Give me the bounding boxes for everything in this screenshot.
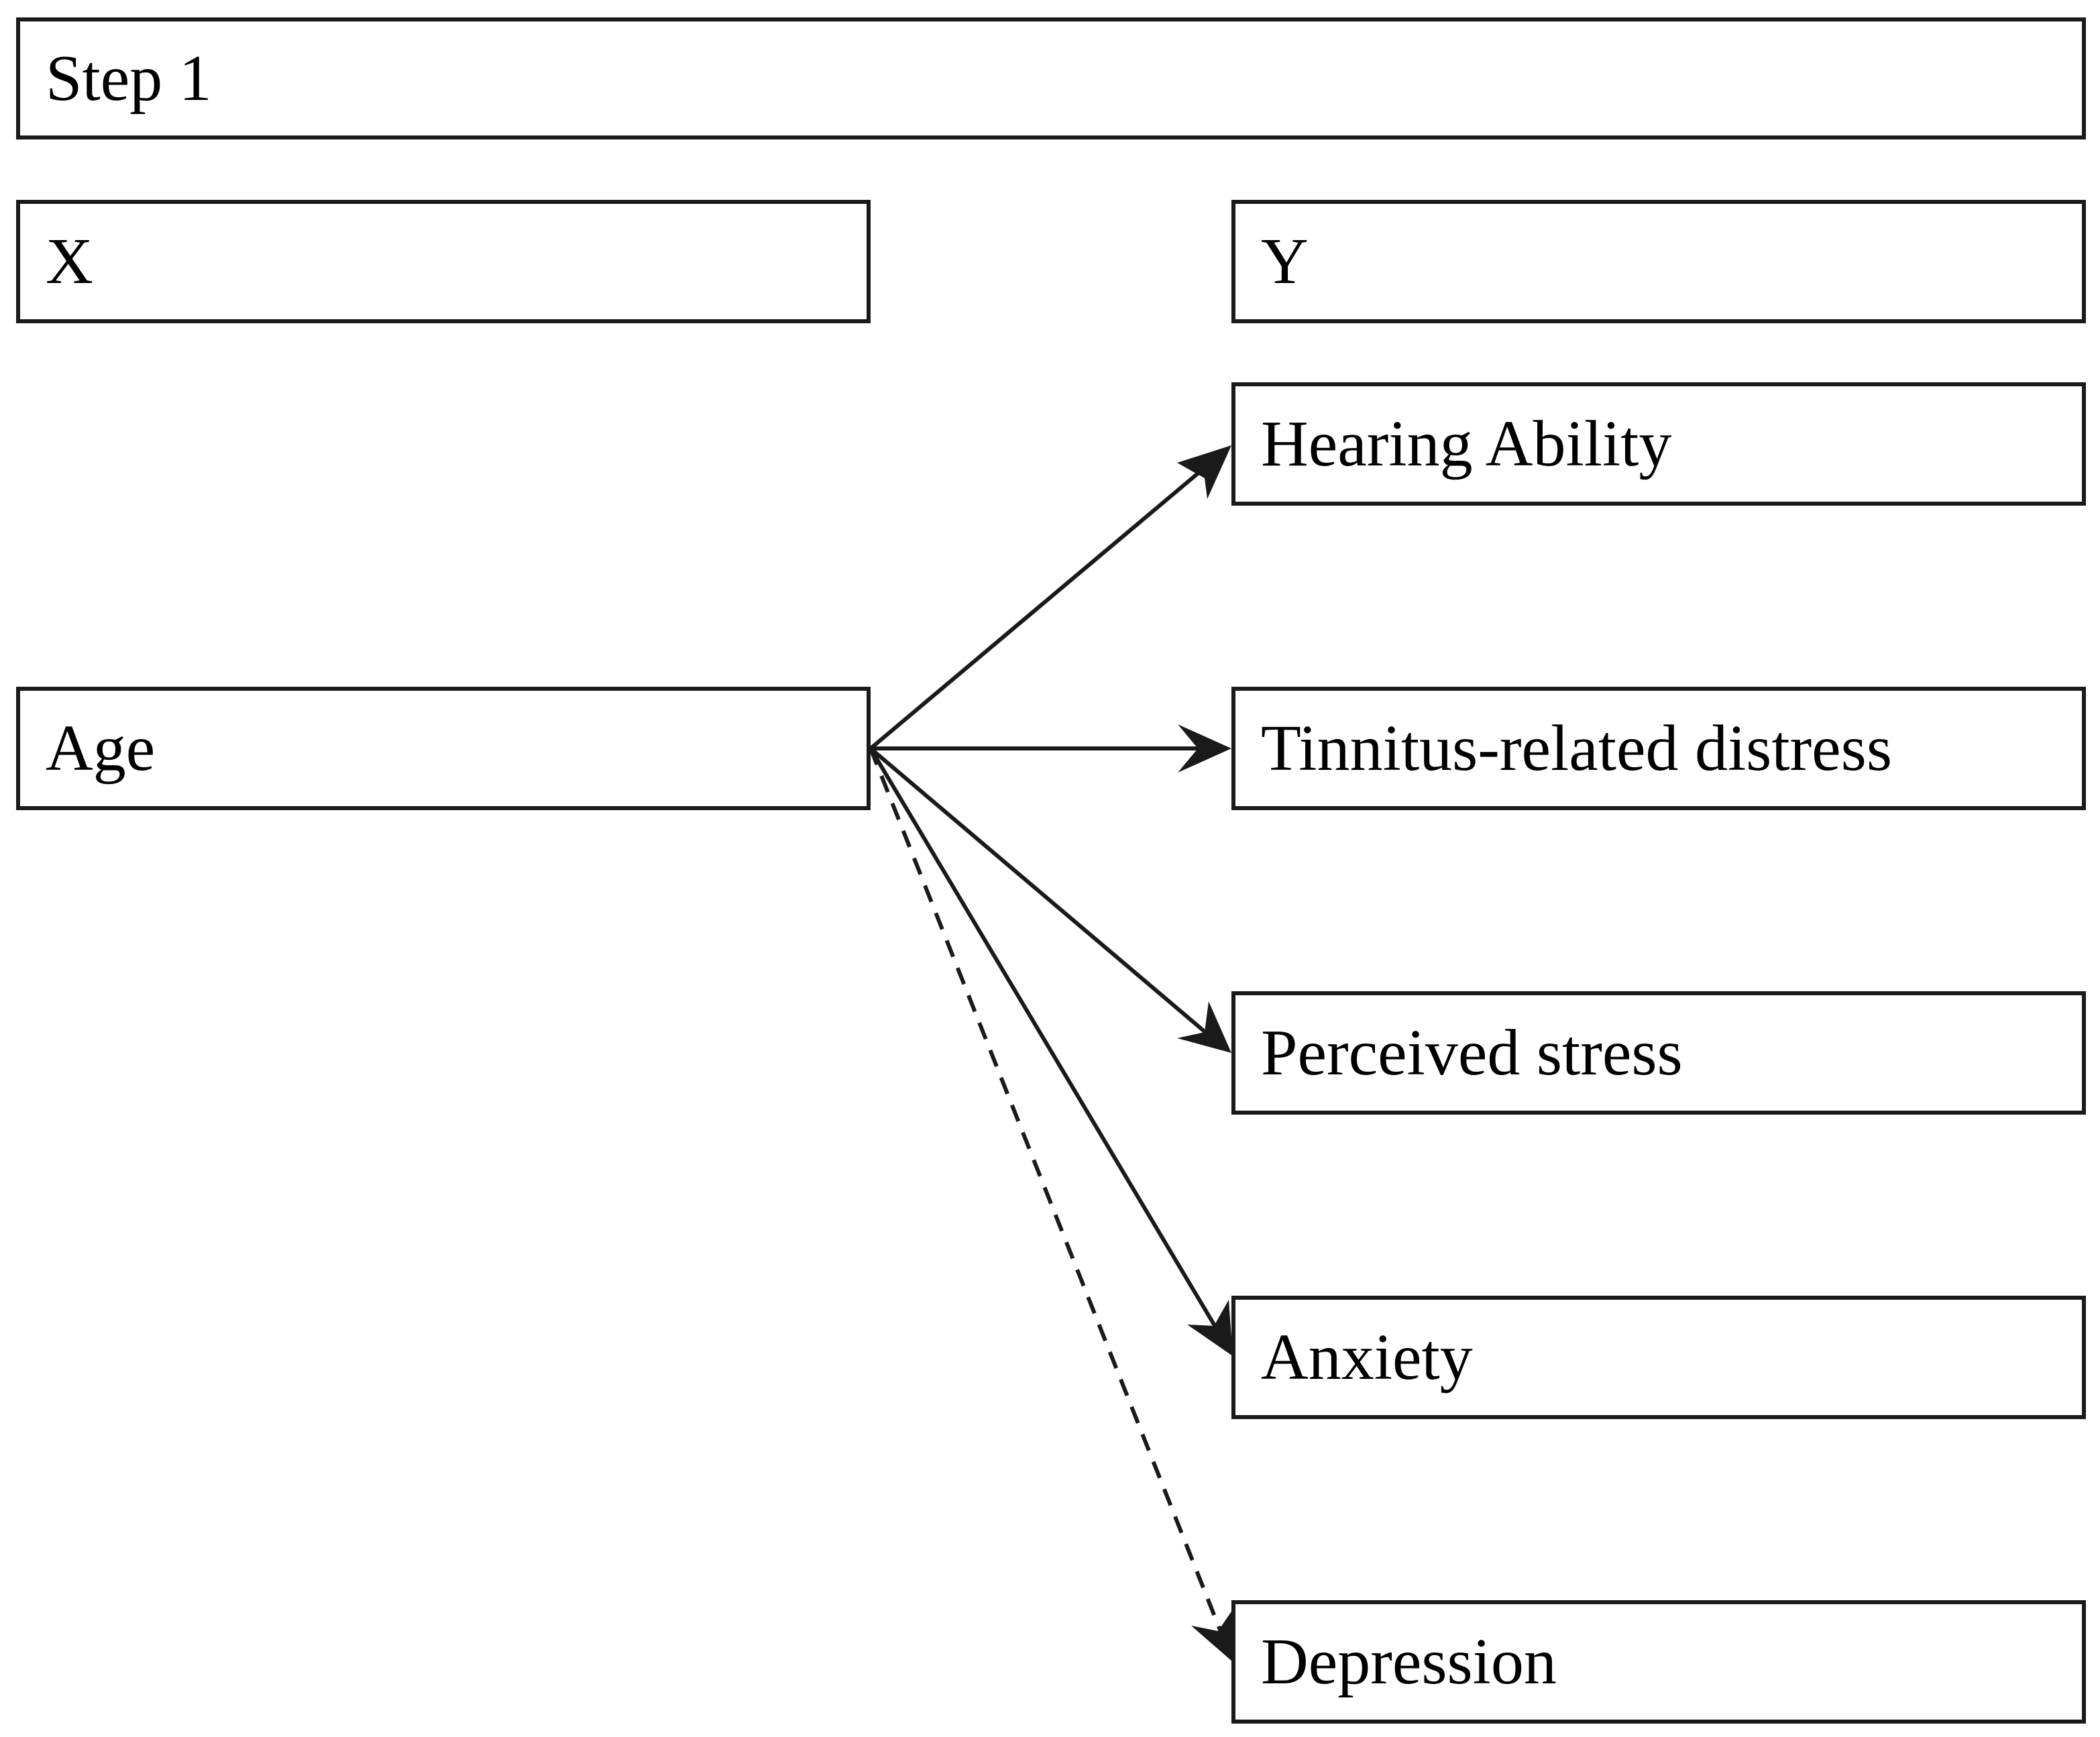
outcome-box-depression: Depression bbox=[1231, 1600, 2086, 1724]
arrow-age-to-perceived-stress bbox=[869, 746, 1215, 1042]
step-header-box: Step 1 bbox=[16, 17, 2086, 139]
outcome-box-anxiety: Anxiety bbox=[1231, 1296, 2086, 1419]
y-header-box: Y bbox=[1231, 200, 2086, 323]
arrowhead-tinnitus-distress bbox=[1178, 724, 1231, 773]
outcome-box-perceived-stress: Perceived stress bbox=[1231, 991, 2086, 1115]
predictor-box-age: Age bbox=[16, 687, 871, 810]
arrow-age-to-anxiety bbox=[869, 747, 1224, 1339]
outcome-label-depression: Depression bbox=[1261, 1626, 1557, 1698]
arrowhead-depression bbox=[1191, 1606, 1235, 1662]
arrowhead-anxiety bbox=[1187, 1300, 1233, 1356]
outcome-box-hearing-ability: Hearing Ability bbox=[1231, 382, 2086, 506]
arrowhead-hearing-ability bbox=[1177, 445, 1231, 499]
x-header-label: X bbox=[46, 225, 93, 298]
arrowhead-perceived-stress bbox=[1177, 1001, 1231, 1053]
predictor-label: Age bbox=[46, 712, 156, 785]
outcome-label-anxiety: Anxiety bbox=[1261, 1321, 1473, 1394]
step-label: Step 1 bbox=[46, 42, 212, 115]
x-header-box: X bbox=[16, 200, 871, 323]
arrow-age-to-hearing-ability bbox=[869, 457, 1217, 750]
outcome-label-hearing-ability: Hearing Ability bbox=[1261, 408, 1672, 480]
arrow-age-to-depression-dashed bbox=[869, 747, 1227, 1643]
outcome-label-tinnitus-distress: Tinnitus-related distress bbox=[1261, 712, 1892, 785]
outcome-box-tinnitus-distress: Tinnitus-related distress bbox=[1231, 687, 2086, 810]
y-header-label: Y bbox=[1261, 225, 1309, 298]
outcome-label-perceived-stress: Perceived stress bbox=[1261, 1017, 1683, 1089]
